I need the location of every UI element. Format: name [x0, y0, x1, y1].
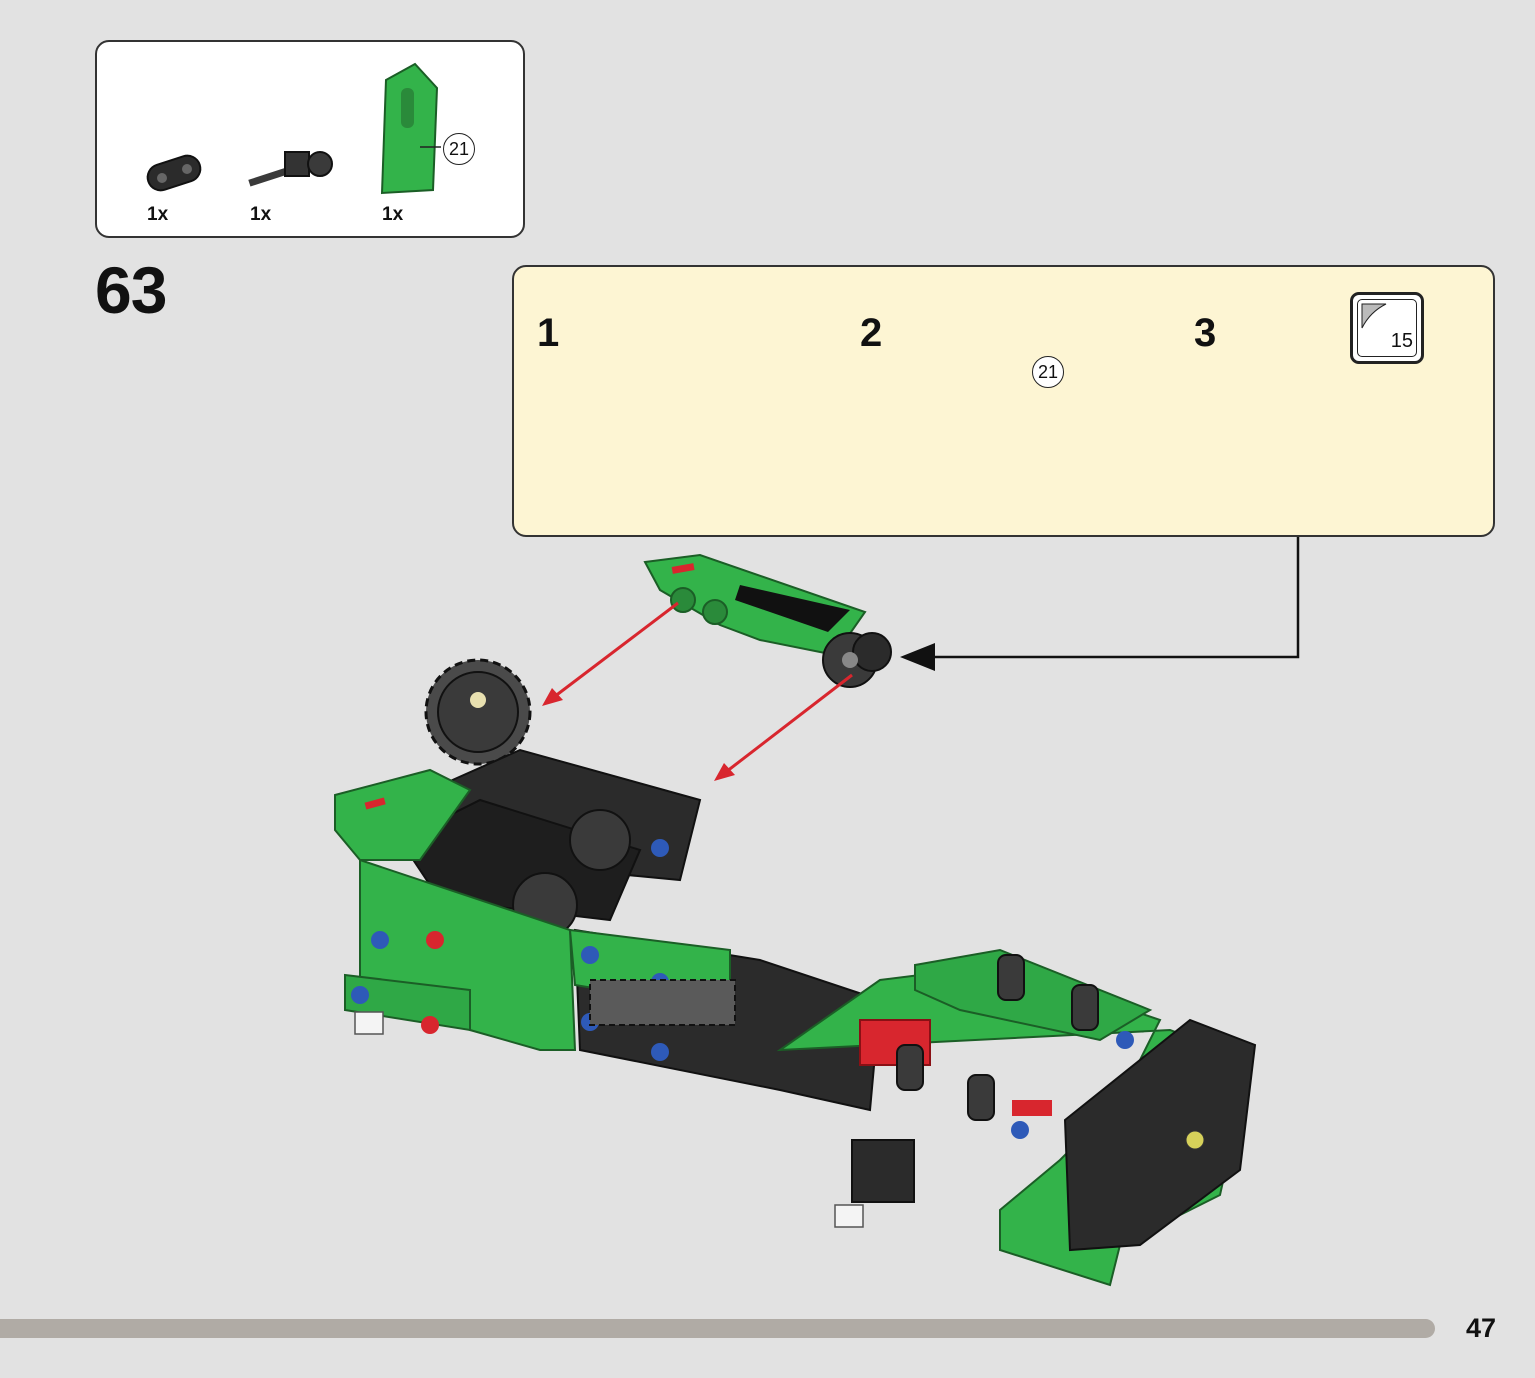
part-2-quantity: 1x: [250, 204, 272, 225]
page-number: 47: [1466, 1313, 1497, 1343]
part-3-callout: 21: [443, 133, 475, 165]
attaching-arm-part: [643, 553, 892, 688]
sub-step-1-number: 1: [537, 311, 560, 355]
sticker-icon: [1357, 299, 1417, 357]
callout-leader-arrow: [900, 537, 1300, 671]
page-progress-bar: [0, 1319, 1435, 1338]
sub-step-2-number: 2: [860, 311, 883, 355]
sub-step-2-callout: 21: [1032, 356, 1064, 388]
sub-assembly-box: [512, 265, 1495, 537]
insertion-arrows: [542, 601, 853, 781]
sticker-callout: 15: [1350, 292, 1424, 364]
sub-step-3-number: 3: [1194, 311, 1217, 355]
main-model: [334, 658, 1257, 1287]
part-3-quantity: 1x: [382, 204, 404, 225]
parts-list-box: 1x 1x 1x 21: [95, 40, 525, 238]
sticker-peel-icon: [1361, 303, 1387, 329]
axle-connector-icon: [248, 151, 333, 187]
step-number: 63: [95, 253, 167, 327]
green-panel-icon: [380, 62, 441, 195]
connector-beam-icon: [146, 154, 202, 192]
part-1-quantity: 1x: [147, 204, 169, 225]
sticker-number: 15: [1390, 330, 1413, 352]
